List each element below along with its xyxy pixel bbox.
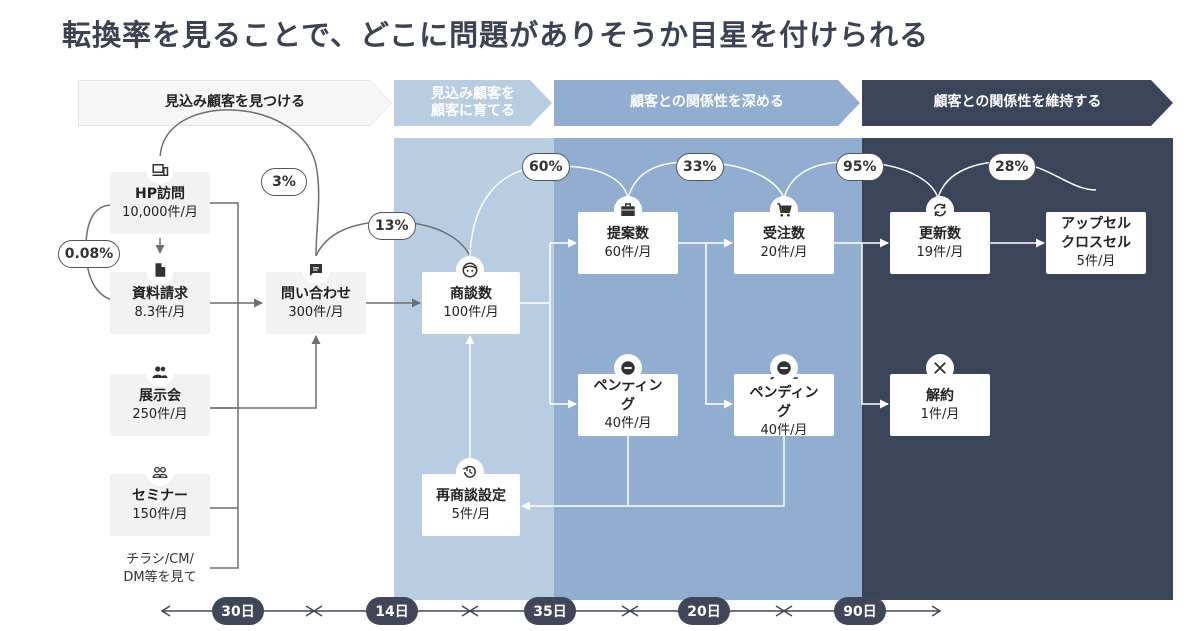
node-exhibition-name: 展示会	[139, 387, 181, 404]
node-seminar-name: セミナー	[132, 487, 188, 504]
duration-badge-30: 30日	[212, 597, 264, 625]
node-lost-pending-value: 40件/月	[760, 422, 808, 438]
node-cancellations: 解約 1件/月	[890, 374, 990, 436]
node-renegotiation: 再商談設定 5件/月	[422, 474, 520, 536]
phase-find-prospects-label: 見込み顧客を見つける	[165, 94, 305, 111]
close-icon	[926, 354, 954, 382]
page-title: 転換率を見ることで、どこに問題がありそうか目星を付けられる	[62, 18, 930, 52]
node-pending-line1: ペンディン	[593, 378, 663, 395]
node-upsell-line2: クロスセル	[1061, 235, 1131, 252]
node-proposals-name: 提案数	[607, 225, 649, 242]
rate-badge-3: 3%	[261, 168, 307, 196]
phase-nurture: 見込み顧客を 顧客に育てる	[394, 80, 552, 126]
node-lost-pending-line1: ペンディン	[749, 384, 819, 401]
phase-nurture-line2: 顧客に育てる	[431, 103, 515, 119]
node-hp-visits-name: HP訪問	[135, 185, 185, 202]
node-cancellations-value: 1件/月	[920, 406, 960, 422]
phase-find-prospects: 見込み顧客を見つける	[78, 80, 392, 126]
node-renewals-value: 19件/月	[916, 244, 964, 260]
node-document-request-name: 資料請求	[132, 285, 188, 302]
node-upsell-line1: アップセル	[1061, 216, 1131, 233]
node-seminar-value: 150件/月	[132, 506, 188, 522]
rate-badge-13: 13%	[368, 212, 416, 240]
node-exhibition-value: 250件/月	[132, 406, 188, 422]
devices-icon	[146, 156, 174, 184]
node-upsell: アップセル クロスセル 5件/月	[1046, 212, 1146, 274]
node-negotiations-value: 100件/月	[443, 304, 499, 320]
node-orders-name: 受注数	[763, 225, 805, 242]
rate-badge-0-08: 0.08%	[58, 240, 120, 268]
phase-deepen-label: 顧客との関係性を深める	[630, 94, 784, 111]
other-source-line1: チラシ/CM/	[126, 552, 194, 567]
node-document-request-value: 8.3件/月	[134, 304, 186, 320]
face-icon	[456, 256, 484, 284]
node-pending-line2: グ	[621, 397, 635, 414]
duration-badge-35: 35日	[524, 597, 576, 625]
history-icon	[456, 458, 484, 486]
rate-badge-28: 28%	[988, 153, 1036, 181]
node-pending: ペンディン グ 40件/月	[578, 374, 678, 436]
node-hp-visits: HP訪問 10,000件/月	[110, 172, 210, 234]
node-seminar: セミナー 150件/月	[110, 474, 210, 536]
node-pending-value: 40件/月	[604, 416, 652, 432]
phase-nurture-line1: 見込み顧客を	[431, 85, 515, 102]
sync-icon	[926, 196, 954, 224]
people-icon	[146, 358, 174, 386]
document-icon	[146, 256, 174, 284]
group-icon	[146, 458, 174, 486]
node-cancellations-name: 解約	[926, 387, 954, 404]
node-lost-pending: 失注 ペンディン グ 40件/月	[734, 366, 834, 438]
minus-circle-icon	[770, 354, 798, 382]
node-renewals-name: 更新数	[919, 225, 961, 242]
duration-badge-20: 20日	[678, 597, 730, 625]
other-source-note: チラシ/CM/ DM等を見て	[110, 551, 210, 586]
cart-icon	[770, 196, 798, 224]
node-proposals: 提案数 60件/月	[578, 212, 678, 274]
minus-circle-icon	[614, 354, 642, 382]
duration-badge-14: 14日	[366, 597, 418, 625]
node-renegotiation-name: 再商談設定	[436, 487, 506, 504]
phase-deepen: 顧客との関係性を深める	[554, 80, 860, 126]
node-proposals-value: 60件/月	[604, 244, 652, 260]
node-renegotiation-value: 5件/月	[451, 506, 491, 522]
node-inquiries-value: 300件/月	[288, 304, 344, 320]
node-orders-value: 20件/月	[760, 244, 808, 260]
node-inquiries-name: 問い合わせ	[281, 285, 351, 302]
node-upsell-value: 5件/月	[1076, 254, 1116, 270]
duration-badge-90: 90日	[834, 597, 886, 625]
rate-badge-60: 60%	[522, 153, 570, 181]
node-lost-pending-line2: グ	[777, 403, 791, 420]
rate-badge-95: 95%	[836, 153, 884, 181]
node-negotiations: 商談数 100件/月	[422, 272, 520, 334]
phase-maintain: 顧客との関係性を維持する	[862, 80, 1173, 126]
phase-maintain-label: 顧客との関係性を維持する	[933, 94, 1102, 111]
briefcase-icon	[614, 196, 642, 224]
node-hp-visits-value: 10,000件/月	[122, 204, 198, 220]
other-source-line2: DM等を見て	[123, 569, 197, 585]
rate-badge-33: 33%	[676, 153, 724, 181]
node-negotiations-name: 商談数	[450, 285, 492, 302]
chat-icon	[302, 256, 330, 284]
